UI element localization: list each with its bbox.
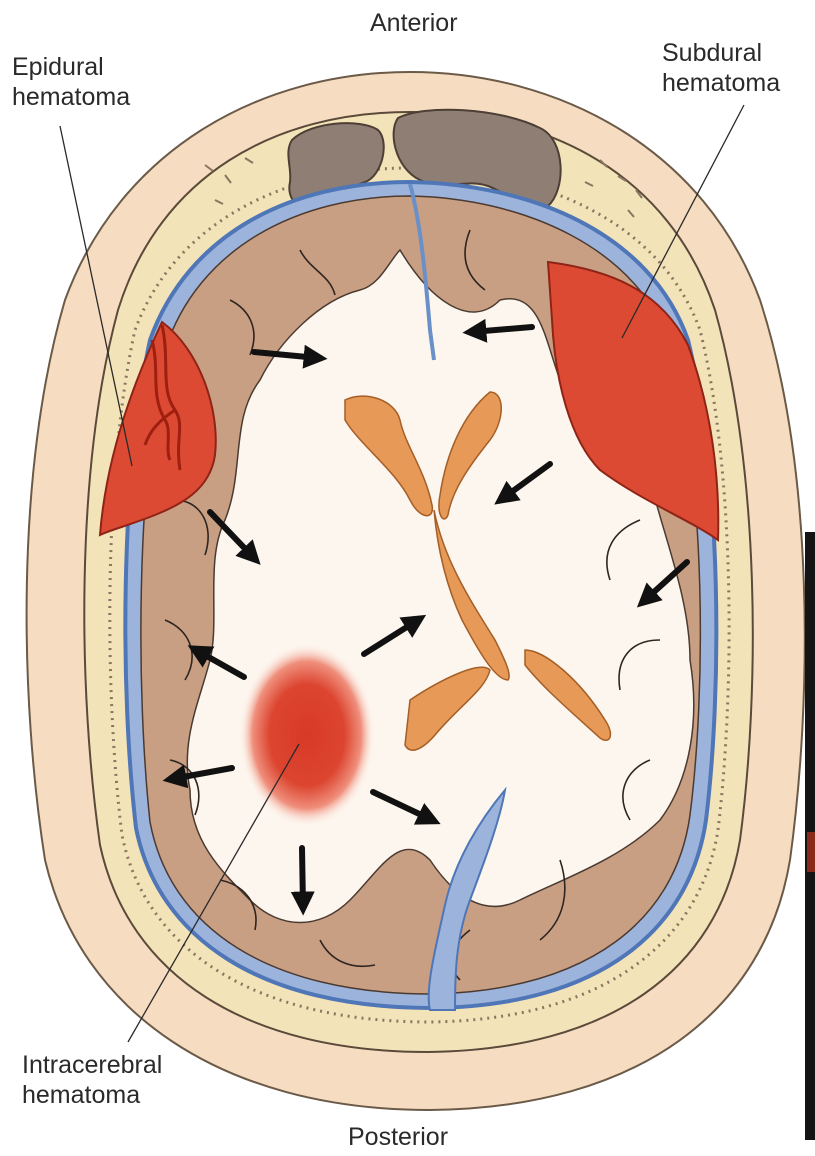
label-epidural-line2: hematoma <box>12 82 130 112</box>
label-intracerebral-line2: hematoma <box>22 1080 162 1110</box>
label-intracerebral-line1: Intracerebral <box>22 1050 162 1080</box>
label-anterior: Anterior <box>370 8 458 38</box>
label-epidural-line1: Epidural <box>12 52 130 82</box>
label-subdural-hematoma: Subdural hematoma <box>662 38 780 98</box>
edge-strip-tint <box>807 832 815 872</box>
intracerebral-hematoma <box>239 643 375 827</box>
label-subdural-line1: Subdural <box>662 38 780 68</box>
label-anterior-text: Anterior <box>370 8 458 38</box>
label-intracerebral-hematoma: Intracerebral hematoma <box>22 1050 162 1110</box>
label-subdural-line2: hematoma <box>662 68 780 98</box>
label-posterior-text: Posterior <box>348 1122 448 1152</box>
label-epidural-hematoma: Epidural hematoma <box>12 52 130 112</box>
cropped-edge-strip <box>805 532 815 1140</box>
label-posterior: Posterior <box>348 1122 448 1152</box>
arrow-10 <box>302 848 303 906</box>
